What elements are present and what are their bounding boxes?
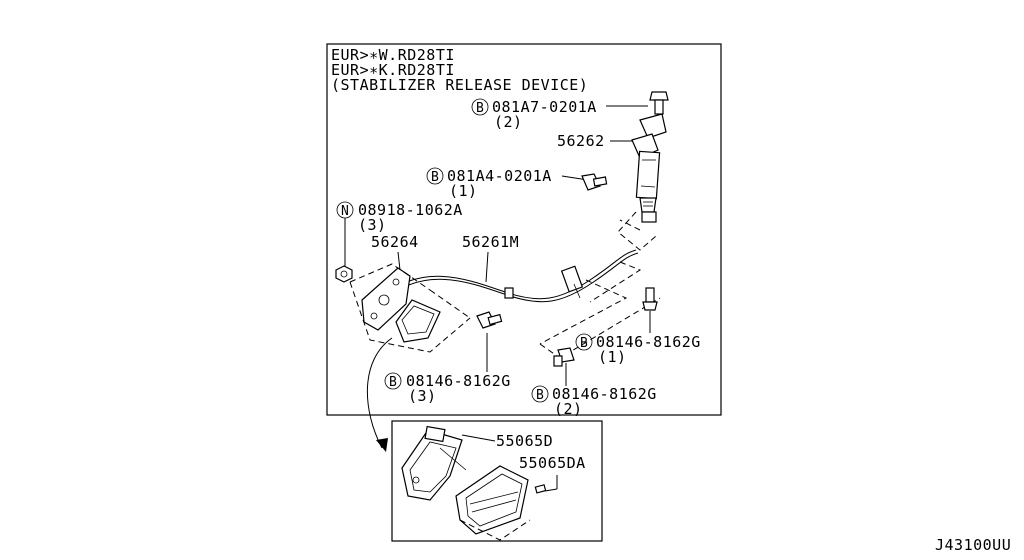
part-number: 08146-8162G [596,333,701,351]
part-number: 081A7-0201A [492,98,597,116]
part-number: 08918-1062A [358,201,463,219]
bolt-top-drawing [649,91,669,115]
callout-08146-8162G-2[interactable]: B 08146-8162G (2) [531,385,657,418]
bolt-mid-drawing [581,173,608,191]
part-number: 08146-8162G [552,385,657,403]
header-line-3: (STABILIZER RELEASE DEVICE) [331,76,588,94]
part-qty: (1) [598,348,627,366]
detail-cover-55065DA-drawing [455,465,547,535]
part-number: 081A4-0201A [447,167,552,185]
header-line-1: EUR>∗W.RD28TI [331,46,455,64]
callout-56261M[interactable]: 56261M [462,233,519,251]
bolt-prefix-badge [531,385,549,403]
bolt-2-drawing [553,347,575,367]
header-line-2: EUR>∗K.RD28TI [331,61,455,79]
bolt-prefix-badge [471,98,489,116]
part-qty: (1) [449,182,478,200]
part-qty: (3) [358,216,387,234]
nut-drawing [335,265,353,283]
part-qty: (3) [408,387,437,405]
diagram-code: J43100UU [935,536,1011,554]
detail-frame [391,420,603,542]
main-frame [326,43,722,416]
prefix-letter: B [476,101,484,116]
bolt-prefix-badge [384,372,402,390]
bolt-3-drawing [476,311,503,329]
callout-56262[interactable]: 56262 [557,132,605,150]
detail-arrow [367,337,393,449]
bolt-prefix-badge [426,167,444,185]
callout-56264[interactable]: 56264 [371,233,419,251]
actuator-cylinder-drawing [631,113,667,223]
cable-clip-drawing [560,265,584,299]
cable-clamp-drawing [504,287,514,299]
detail-bracket-55065D-drawing [401,425,467,501]
callout-08918-1062A[interactable]: N 08918-1062A (3) [336,201,463,234]
bolt-prefix-badge [575,333,593,351]
arrow-head-icon [376,438,388,452]
bolt-1-drawing [642,287,658,311]
callout-08146-8162G-3[interactable]: B 08146-8162G (3) [384,372,511,405]
part-number: 08146-8162G [406,372,511,390]
prefix-letter: B [431,170,439,185]
cable-drawing [379,249,637,301]
prefix-letter: B [389,375,397,390]
control-module-drawing [395,299,441,343]
callout-55065D[interactable]: 55065D [496,432,553,450]
prefix-letter: N [341,204,349,219]
callout-081A7-0201A[interactable]: B 081A7-0201A (2) [471,98,597,131]
callout-081A4-0201A[interactable]: B 081A4-0201A (1) [426,167,552,200]
part-qty: (2) [494,113,523,131]
callout-08146-8162G-1[interactable]: B 08146-8162G (1) [575,333,701,366]
callout-55065DA[interactable]: 55065DA [519,454,586,472]
part-qty: (2) [554,400,583,418]
prefix-letter: B [536,388,544,403]
